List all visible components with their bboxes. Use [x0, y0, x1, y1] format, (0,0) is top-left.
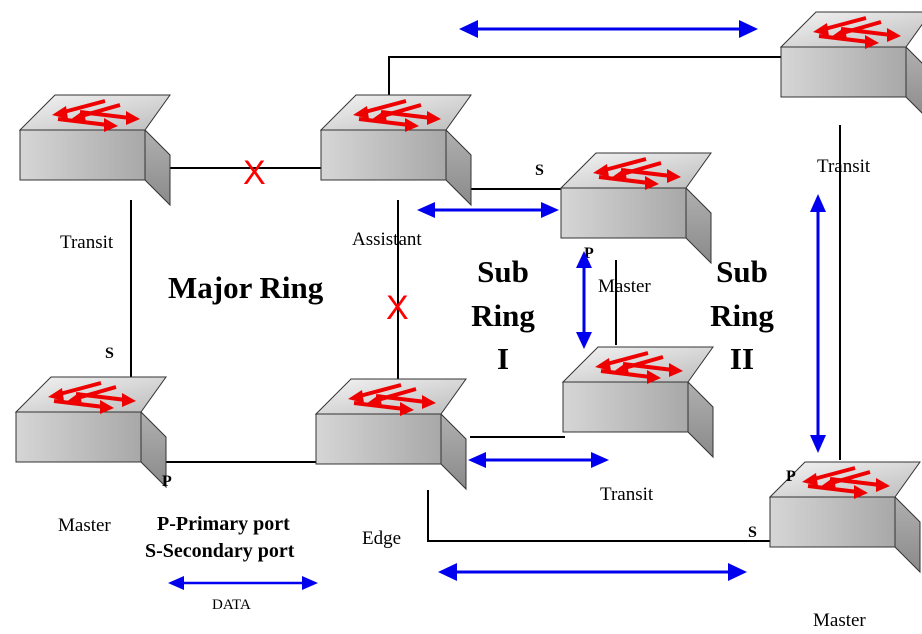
ring-label-sub2-line3: II — [730, 341, 754, 376]
legend-data-arrow — [168, 576, 318, 590]
switch-assistant[interactable] — [319, 93, 473, 207]
link-assistant-transit-right — [388, 56, 790, 95]
switch-transit-right[interactable] — [779, 10, 922, 124]
legend-secondary-port: S-Secondary port — [145, 540, 295, 562]
port-secondary-master-left: S — [105, 345, 114, 362]
switch-edge[interactable] — [314, 377, 468, 491]
ring-label-sub2-line2: Ring — [710, 298, 774, 333]
ring-label-sub1: Sub Ring I — [471, 254, 535, 376]
ring-label-major: Major Ring — [168, 270, 324, 305]
switch-transit-left[interactable] — [18, 93, 172, 207]
device-label-master-sub1: Master — [598, 276, 651, 297]
data-flow-arrows — [417, 20, 826, 581]
failure-mark-top: X — [243, 154, 266, 192]
legend-primary-port: P-Primary port — [157, 513, 290, 535]
flow-arrow-right-vertical — [810, 194, 826, 453]
device-label-master-sub2: Master — [813, 610, 866, 631]
links — [130, 56, 841, 542]
legend: P-Primary port S-Secondary port DATA — [145, 513, 318, 613]
flow-arrow-bottom — [438, 563, 747, 581]
failure-mark-middle: X — [386, 289, 409, 327]
ring-label-sub1-line1: Sub — [477, 254, 529, 289]
device-label-transit-left: Transit — [60, 232, 114, 253]
device-label-assistant: Assistant — [352, 229, 422, 250]
port-primary-master-left: P — [162, 473, 172, 490]
switch-master-left[interactable] — [14, 375, 168, 489]
flow-arrow-edge-transit — [468, 452, 609, 468]
ring-label-sub2: Sub Ring II — [710, 254, 774, 376]
flow-arrow-assistant-sub1 — [417, 202, 559, 218]
legend-data-label: DATA — [212, 597, 251, 613]
port-primary-master-sub1: P — [584, 245, 594, 262]
switch-transit-sub1[interactable] — [561, 345, 715, 459]
ring-label-sub2-line1: Sub — [716, 254, 768, 289]
port-primary-master-sub2: P — [786, 468, 796, 485]
ring-label-sub1-line3: I — [497, 341, 509, 376]
flow-arrow-sub1-vertical — [576, 251, 592, 349]
device-label-transit-sub1: Transit — [600, 484, 654, 505]
device-label-master-left: Master — [58, 515, 111, 536]
link-edge-master-sub2 — [427, 490, 772, 542]
flow-arrow-top — [459, 20, 758, 38]
device-label-transit-right: Transit — [817, 156, 871, 177]
port-secondary-assistant: S — [535, 162, 544, 179]
ring-label-sub1-line2: Ring — [471, 298, 535, 333]
device-label-edge: Edge — [362, 528, 401, 549]
port-secondary-master-sub2: S — [748, 524, 757, 541]
